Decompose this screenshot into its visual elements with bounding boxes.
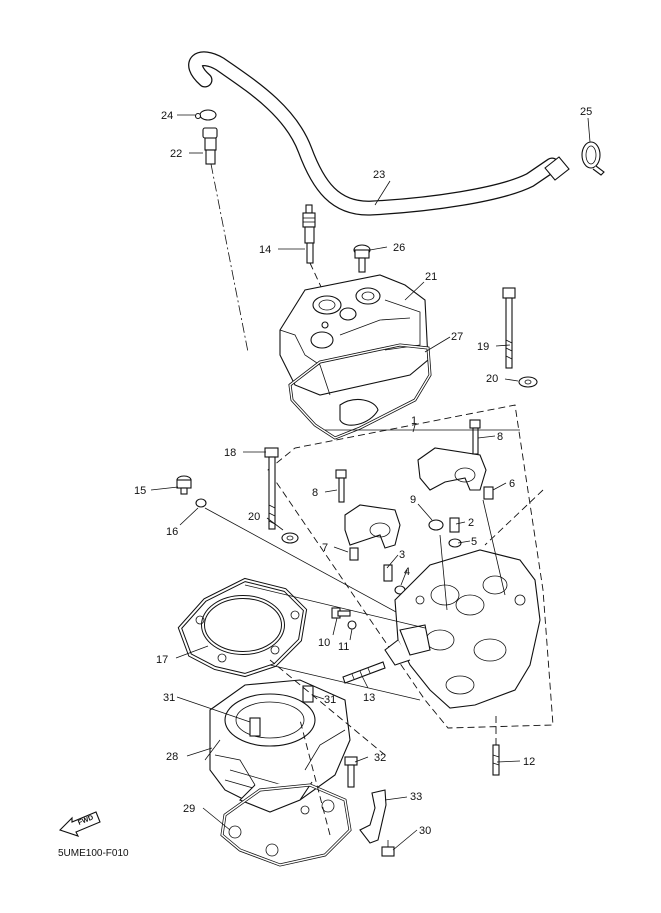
callout-26: 26 — [393, 242, 405, 254]
bolt-and-nut — [331, 607, 357, 630]
callout-21: 21 — [425, 271, 437, 283]
callout-17: 17 — [156, 654, 168, 666]
callout-15: 15 — [134, 485, 146, 497]
cover-plug — [353, 244, 371, 273]
assembly-boundary — [267, 404, 554, 729]
stud-bolts — [342, 661, 500, 776]
callout-33: 33 — [410, 791, 422, 803]
hose-clamp — [581, 141, 605, 176]
callout-24: 24 — [161, 110, 173, 122]
camshaft-cap-right — [417, 419, 494, 500]
callout-25: 25 — [580, 106, 592, 118]
callout-4: 4 — [404, 566, 410, 578]
callout-30: 30 — [419, 825, 431, 837]
callout-32: 32 — [374, 752, 386, 764]
breather-hose — [188, 51, 570, 216]
callout-10: 10 — [318, 637, 330, 649]
callout-5: 5 — [471, 536, 477, 548]
leader-lines — [150, 114, 591, 851]
callout-20-left: 20 — [248, 511, 260, 523]
long-bolt-left — [264, 447, 299, 544]
head-cover-gasket — [288, 343, 432, 440]
callout-31-right: 31 — [324, 694, 336, 706]
cylinder-head-gasket — [177, 577, 426, 701]
callout-20-right: 20 — [486, 373, 498, 385]
callout-23: 23 — [373, 169, 385, 181]
spark-plug — [302, 204, 329, 303]
callout-labels: 1 2 3 4 5 6 7 8 8 9 10 11 12 13 14 15 16… — [134, 106, 592, 837]
bracket-and-bolts — [344, 756, 395, 857]
callout-7: 7 — [322, 542, 328, 554]
callout-19: 19 — [477, 341, 489, 353]
clip — [194, 109, 217, 121]
forward-arrow-icon: FWD — [58, 811, 101, 837]
cylinder-head — [384, 499, 541, 709]
callout-1: 1 — [411, 415, 417, 427]
camshaft-cap-left — [335, 469, 401, 561]
callout-22: 22 — [170, 148, 182, 160]
hose-fitting — [202, 127, 249, 353]
long-bolt-right — [502, 287, 538, 388]
callout-8-left: 8 — [312, 487, 318, 499]
cylinder-base-gasket — [220, 783, 352, 867]
callout-6: 6 — [509, 478, 515, 490]
callout-28: 28 — [166, 751, 178, 763]
callout-31-left: 31 — [163, 692, 175, 704]
diagram-code: 5UME100-F010 — [58, 848, 129, 859]
alignment-line — [269, 659, 386, 756]
callout-12: 12 — [523, 756, 535, 768]
callout-14: 14 — [259, 244, 271, 256]
cylinder — [204, 679, 351, 813]
callout-9: 9 — [410, 494, 416, 506]
callout-27: 27 — [451, 331, 463, 343]
callout-18: 18 — [224, 447, 236, 459]
callout-13: 13 — [363, 692, 375, 704]
callout-11: 11 — [338, 641, 349, 653]
alignment-line — [299, 719, 331, 836]
callout-16: 16 — [166, 526, 178, 538]
oil-check-bolt — [176, 475, 421, 626]
callout-3: 3 — [399, 549, 405, 561]
callout-29: 29 — [183, 803, 195, 815]
callout-2: 2 — [468, 517, 474, 529]
callout-8-right: 8 — [497, 431, 503, 443]
